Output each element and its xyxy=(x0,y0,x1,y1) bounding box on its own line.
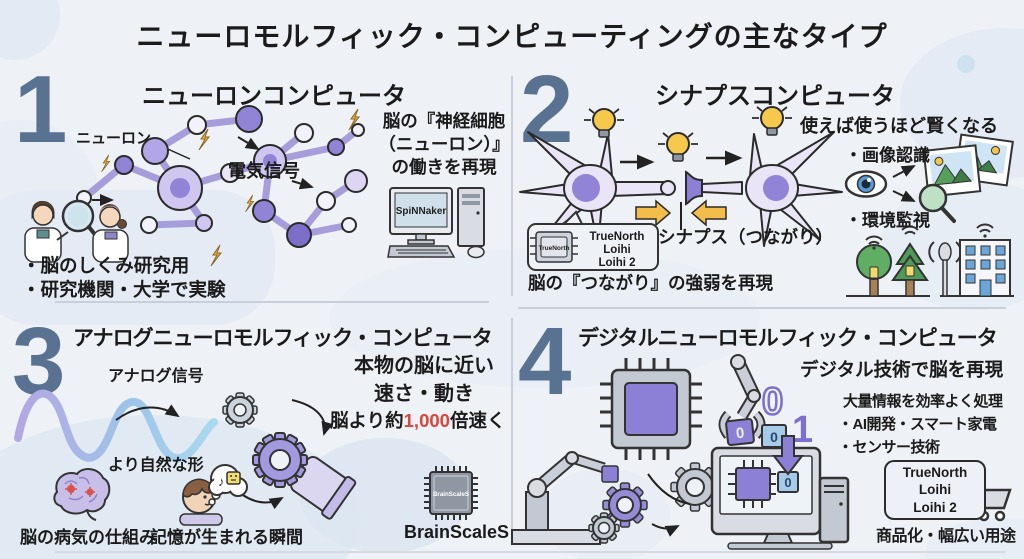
page-title: ニューロモルフィック・コンピューティングの主なタイプ xyxy=(136,21,888,52)
binary-digit-one: 1 xyxy=(792,409,813,451)
chip-list-line: Loihi xyxy=(603,244,630,256)
researchers-icon xyxy=(24,199,129,263)
chip-list-line: TrueNorth xyxy=(902,464,968,480)
speed-comparison: 脳より約1,000倍速く xyxy=(330,407,505,433)
analog-signal-label: アナログ信号 xyxy=(108,368,204,385)
synapse-neurons-illustration xyxy=(519,106,843,247)
desc-line: 速さ・動き xyxy=(374,383,474,405)
analog-wave-gears-illustration xyxy=(14,389,357,520)
section-1-description: 脳の『神経細胞 （ニューロン）』 の働きを再現 xyxy=(370,110,518,179)
section-2-title: シナプスコンピュータ xyxy=(655,83,895,110)
section-4-headline: デジタル技術で脳を再現 xyxy=(800,359,1004,380)
divider-horizontal-left xyxy=(55,301,489,303)
image-recognition-icons xyxy=(844,133,1014,223)
natural-shape-label: より自然な形 xyxy=(108,457,204,474)
brainscales-chip-label: BrainScaleS xyxy=(433,491,469,498)
spinnaker-screen-label: SpiNNaker xyxy=(396,206,447,217)
section-2-bottom-text: 脳の『つながり』の強弱を再現 xyxy=(528,273,773,293)
section-4-bottom-text: 商品化・幅広い用途 xyxy=(876,528,1016,545)
caption-memory-moment: 記憶が生まれる瞬間 xyxy=(150,528,303,547)
desc-line: 脳の『神経細胞 xyxy=(382,111,506,131)
thinking-head-icon: ♪ xyxy=(179,464,248,526)
desc-line: （ニューロン）』 xyxy=(378,134,510,155)
brain-icon xyxy=(53,468,111,521)
brainscales-device-label: BrainScaleS xyxy=(404,522,510,542)
section-2-number: 2 xyxy=(520,56,573,163)
divider-vertical-top xyxy=(511,76,513,296)
section-3-title: アナログニューロモルフィック・コンピュータ xyxy=(73,327,493,350)
screen-digit: 0 xyxy=(784,475,791,490)
use-case-image-recognition: ・画像認識 xyxy=(845,146,930,165)
desc-line: の働きを再現 xyxy=(391,157,497,178)
neuron-label: ニューロン xyxy=(76,130,152,147)
section-4-number: 4 xyxy=(518,308,571,415)
section-4-sub-3: ・センサー技術 xyxy=(838,439,940,456)
truenorth-chip-callout: TrueNorth TrueNorth Loihi Loihi 2 xyxy=(527,210,659,271)
bg-blob xyxy=(330,248,760,388)
speed-suffix: 倍速く xyxy=(449,410,506,431)
chip-list-line: TrueNorth xyxy=(590,231,645,243)
falling-digit: 0 xyxy=(770,429,778,445)
section-1-bullet-1: ・脳のしくみ研究用 xyxy=(22,255,190,276)
chip-list-line: Loihi xyxy=(918,482,952,498)
truenorth-chip-label: TrueNorth xyxy=(538,245,569,252)
bg-dot xyxy=(957,55,975,73)
divider-vertical-bottom xyxy=(511,318,513,540)
divider-bottom-edge xyxy=(55,551,1005,553)
caption-brain-disease: 脳の病気の仕組み xyxy=(20,528,156,547)
section-1-bullet-2: ・研究機関・大学で実験 xyxy=(22,279,226,300)
section-2-headline: 使えば使うほど賢くなる xyxy=(800,116,998,136)
spinnaker-computer-icon: SpiNNaker xyxy=(387,187,485,259)
section-1-title: ニューロンコンピュータ xyxy=(142,83,406,110)
signal-label: 電気信号 xyxy=(228,161,300,181)
section-4-sub-1: 大量情報を効率よく処理 xyxy=(843,393,1003,410)
brainscales-chip-icon: BrainScaleS xyxy=(424,466,478,520)
section-4-title: デジタルニューロモルフィック・コンピュータ xyxy=(578,327,998,350)
environment-monitoring-icons xyxy=(846,223,1014,297)
section-4-sub-2: ・AI開発・スマート家電 xyxy=(838,416,997,433)
divider-horizontal-right xyxy=(518,307,1006,309)
speed-prefix: 脳より約 xyxy=(330,410,404,431)
desc-line: 本物の脳に近い xyxy=(354,355,494,377)
chip-list-line: Loihi 2 xyxy=(598,257,635,269)
section-1-number: 1 xyxy=(14,56,67,163)
claw-digit: 0 xyxy=(735,425,745,443)
robot-arm-chip-monitor-illustration: 0 0 1 0 xyxy=(511,354,850,550)
speed-value: 1,000 xyxy=(403,410,450,431)
chip-list-line: Loihi 2 xyxy=(913,499,957,515)
music-note-glyph: ♪ xyxy=(218,474,225,489)
use-case-environment-monitoring: ・環境監視 xyxy=(845,211,930,230)
neuron-network-illustration xyxy=(76,105,368,267)
binary-digit-zero: 0 xyxy=(762,381,783,423)
section-3-description: 本物の脳に近い 速さ・動き xyxy=(338,352,510,408)
commercial-chips-box: TrueNorth Loihi Loihi 2 xyxy=(884,460,986,520)
synapse-label: シナプス（つながり） xyxy=(658,227,833,247)
